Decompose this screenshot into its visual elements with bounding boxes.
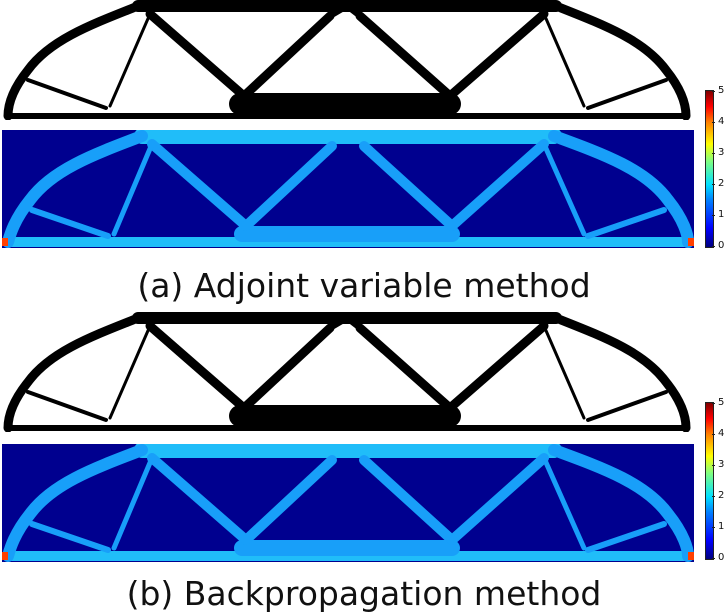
colorbar-tick: 4 — [711, 117, 724, 127]
colorbar-tick: 2 — [711, 491, 724, 501]
panel-a: 5 4 3 2 1 0 (a) Adjoint variable method — [2, 0, 724, 305]
colorbar-a — [705, 90, 714, 248]
colorbar-tick: 0 — [711, 241, 724, 251]
density-topology-image-a — [3, 0, 691, 120]
caption-a: (a) Adjoint variable method — [137, 266, 591, 305]
caption-b: (b) Backpropagation method — [126, 574, 602, 613]
colorbar-tick: 3 — [711, 460, 724, 470]
density-topology-image-b — [3, 312, 691, 432]
colorbar-tick: 1 — [711, 522, 724, 532]
panel-b: 5 4 3 2 1 0 (b) Backpropagation method — [0, 310, 728, 616]
colorbar-tick: 5 — [711, 86, 724, 96]
colorbar-tick: 5 — [711, 398, 724, 408]
stress-heatmap-image-a — [2, 130, 694, 248]
colorbar-b — [705, 402, 714, 560]
colorbar-tick: 0 — [711, 553, 724, 563]
colorbar-tick: 2 — [711, 179, 724, 189]
colorbar-tick: 3 — [711, 148, 724, 158]
colorbar-tick: 1 — [711, 210, 724, 220]
colorbar-tick: 4 — [711, 429, 724, 439]
stress-heatmap-image-b — [2, 444, 694, 562]
